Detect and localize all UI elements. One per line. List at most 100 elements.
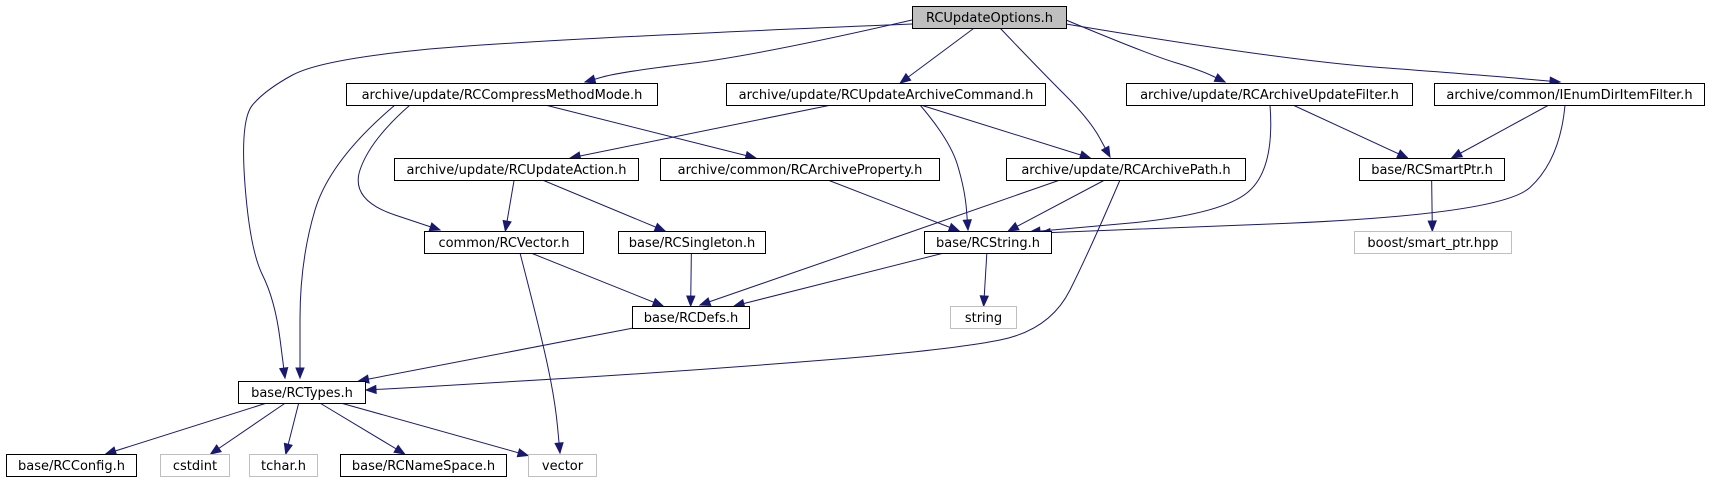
edge-ienum-to-smartptr	[1450, 104, 1550, 159]
node-tchar: tchar.h	[249, 454, 318, 477]
node-box	[950, 306, 1017, 329]
node-label: vector	[542, 459, 584, 474]
edge-compress-to-vector_h	[357, 104, 442, 232]
arrowhead-icon	[516, 448, 530, 458]
edge-rcstring-to-rcdefs	[732, 252, 945, 309]
edge-compress-to-archprop	[545, 104, 758, 161]
node-label: common/RCVector.h	[438, 236, 569, 251]
edge-line	[210, 402, 286, 455]
edge-line	[299, 104, 396, 378]
node-vector_h[interactable]: common/RCVector.h	[424, 231, 584, 254]
edge-line	[319, 402, 405, 455]
edge-line	[899, 27, 975, 84]
node-label: base/RCNameSpace.h	[352, 459, 495, 474]
node-label: base/RCTypes.h	[251, 386, 353, 401]
node-updfilter[interactable]: archive/update/RCArchiveUpdateFilter.h	[1126, 83, 1413, 106]
node-box	[346, 83, 658, 106]
node-label: archive/update/RCUpdateAction.h	[407, 163, 627, 178]
edge-line	[999, 27, 1111, 158]
edge-rctypes-to-tchar	[283, 402, 300, 456]
edge-line	[105, 402, 267, 455]
edge-line	[357, 104, 441, 231]
node-label: archive/update/RCArchiveUpdateFilter.h	[1140, 88, 1399, 103]
node-box	[6, 454, 137, 477]
node-label: RCUpdateOptions.h	[926, 11, 1053, 26]
edge-archpath-to-rctypes	[364, 179, 1121, 395]
node-smartptr[interactable]: base/RCSmartPtr.h	[1359, 158, 1505, 181]
node-label: cstdint	[173, 459, 217, 474]
node-root[interactable]: RCUpdateOptions.h	[912, 6, 1067, 29]
node-label: archive/common/RCArchiveProperty.h	[678, 163, 923, 178]
node-rcdefs[interactable]: base/RCDefs.h	[632, 306, 750, 329]
node-rcns[interactable]: base/RCNameSpace.h	[340, 454, 507, 477]
arrowhead-icon	[979, 295, 990, 308]
arrowhead-icon	[686, 295, 696, 308]
arrowhead-icon	[104, 446, 118, 456]
node-rcstring[interactable]: base/RCString.h	[924, 231, 1052, 254]
arrowhead-icon	[428, 222, 442, 232]
node-box	[424, 231, 584, 254]
edge-smartptr-to-boostsp	[1427, 179, 1437, 233]
arrowhead-icon	[1078, 150, 1092, 160]
arrowhead-icon	[653, 222, 667, 232]
edge-line	[542, 179, 666, 232]
edge-rctypes-to-cstdint	[209, 402, 286, 455]
node-box	[1354, 231, 1512, 254]
arrowhead-icon	[502, 219, 512, 233]
arrowhead-icon	[947, 222, 961, 232]
edge-line	[545, 104, 756, 159]
edge-line	[919, 104, 969, 231]
arrowhead-icon	[1450, 148, 1464, 159]
node-compress[interactable]: archive/update/RCCompressMethodMode.h	[346, 83, 658, 106]
node-label: archive/common/IEnumDirItemFilter.h	[1446, 88, 1692, 103]
node-box	[1359, 158, 1505, 181]
node-rcconfig[interactable]: base/RCConfig.h	[6, 454, 137, 477]
arrowhead-icon	[554, 442, 564, 455]
node-label: archive/update/RCArchivePath.h	[1021, 163, 1230, 178]
node-ienum[interactable]: archive/common/IEnumDirItemFilter.h	[1434, 83, 1705, 106]
arrowhead-icon	[1100, 145, 1111, 159]
arrowhead-icon	[583, 74, 597, 84]
node-singleton[interactable]: base/RCSingleton.h	[618, 231, 766, 254]
edge-root-to-rctypes	[243, 23, 913, 380]
node-label: string	[965, 311, 1002, 326]
edge-root-to-archpath	[999, 27, 1111, 159]
node-archprop[interactable]: archive/common/RCArchiveProperty.h	[660, 158, 940, 181]
edge-vector_h-to-rcdefs	[530, 252, 665, 307]
node-box	[726, 83, 1046, 106]
edge-line	[699, 179, 1061, 306]
edge-updaction-to-singleton	[542, 179, 667, 232]
edge-line	[365, 179, 1121, 391]
node-updaction[interactable]: archive/update/RCUpdateAction.h	[394, 158, 639, 181]
arrowhead-icon	[1396, 149, 1409, 159]
node-box	[249, 454, 318, 477]
edge-updcmd-to-rcstring	[919, 104, 972, 232]
node-label: base/RCSingleton.h	[629, 236, 755, 251]
node-rctypes[interactable]: base/RCTypes.h	[238, 381, 366, 404]
edge-rcstring-to-string	[979, 252, 990, 308]
edge-line	[920, 104, 1091, 159]
node-label: base/RCSmartPtr.h	[1371, 163, 1493, 178]
edge-rctypes-to-rcns	[319, 402, 406, 455]
edge-line	[570, 104, 832, 159]
edge-line	[519, 252, 561, 454]
node-box	[340, 454, 507, 477]
edge-line	[243, 23, 913, 379]
edge-rctypes-to-vector	[340, 402, 530, 458]
edge-line	[1065, 19, 1226, 83]
node-archpath[interactable]: archive/update/RCArchivePath.h	[1006, 158, 1246, 181]
edge-updaction-to-vector_h	[502, 179, 515, 233]
node-label: base/RCString.h	[936, 236, 1040, 251]
node-label: tchar.h	[261, 459, 306, 474]
node-box	[160, 454, 230, 477]
arrowhead-icon	[209, 444, 222, 455]
arrowhead-icon	[364, 384, 377, 395]
node-updcmd[interactable]: archive/update/RCUpdateArchiveCommand.h	[726, 83, 1046, 106]
node-boostsp: boost/smart_ptr.hpp	[1354, 231, 1512, 254]
node-label: archive/update/RCUpdateArchiveCommand.h	[739, 88, 1034, 103]
arrowhead-icon	[393, 444, 406, 455]
edge-archpath-to-rcdefs	[698, 179, 1061, 307]
arrowhead-icon	[962, 219, 972, 232]
edge-root-to-compress	[583, 19, 913, 84]
